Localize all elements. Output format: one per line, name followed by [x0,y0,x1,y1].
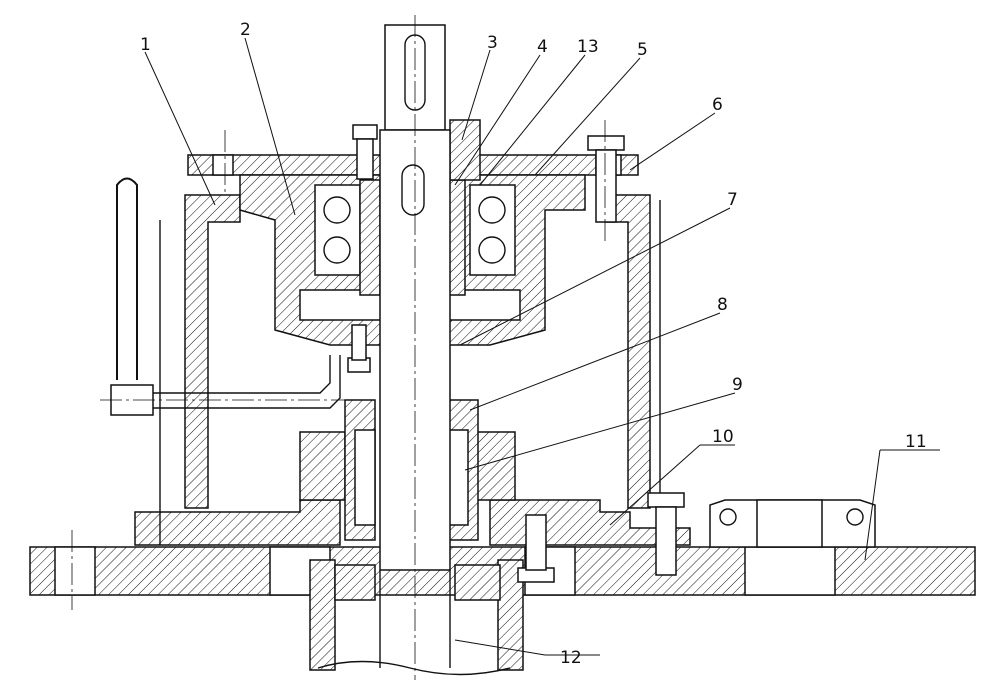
leader-lines [144,37,940,656]
label-part-9: 9 [732,375,743,395]
lower-tube [309,559,524,671]
oil-gauge [110,177,341,416]
label-part-1: 1 [140,35,151,55]
label-part-8: 8 [717,295,728,315]
label-part-10: 10 [712,427,734,447]
part-labels: 1 2 3 4 13 5 6 7 8 9 10 11 12 [140,20,927,668]
label-part-13: 13 [577,37,599,57]
label-part-5: 5 [637,40,648,60]
label-part-12: 12 [560,648,582,668]
center-lines [71,15,606,680]
label-part-4: 4 [537,37,548,57]
label-part-2: 2 [240,20,251,40]
label-part-6: 6 [712,95,723,115]
upper-bearings [314,184,516,276]
lower-bearing [344,399,479,541]
label-part-3: 3 [487,33,498,53]
label-part-7: 7 [727,190,738,210]
bolts [347,124,685,583]
right-bracket [709,499,876,548]
main-shaft [317,24,511,676]
label-part-11: 11 [905,432,927,452]
